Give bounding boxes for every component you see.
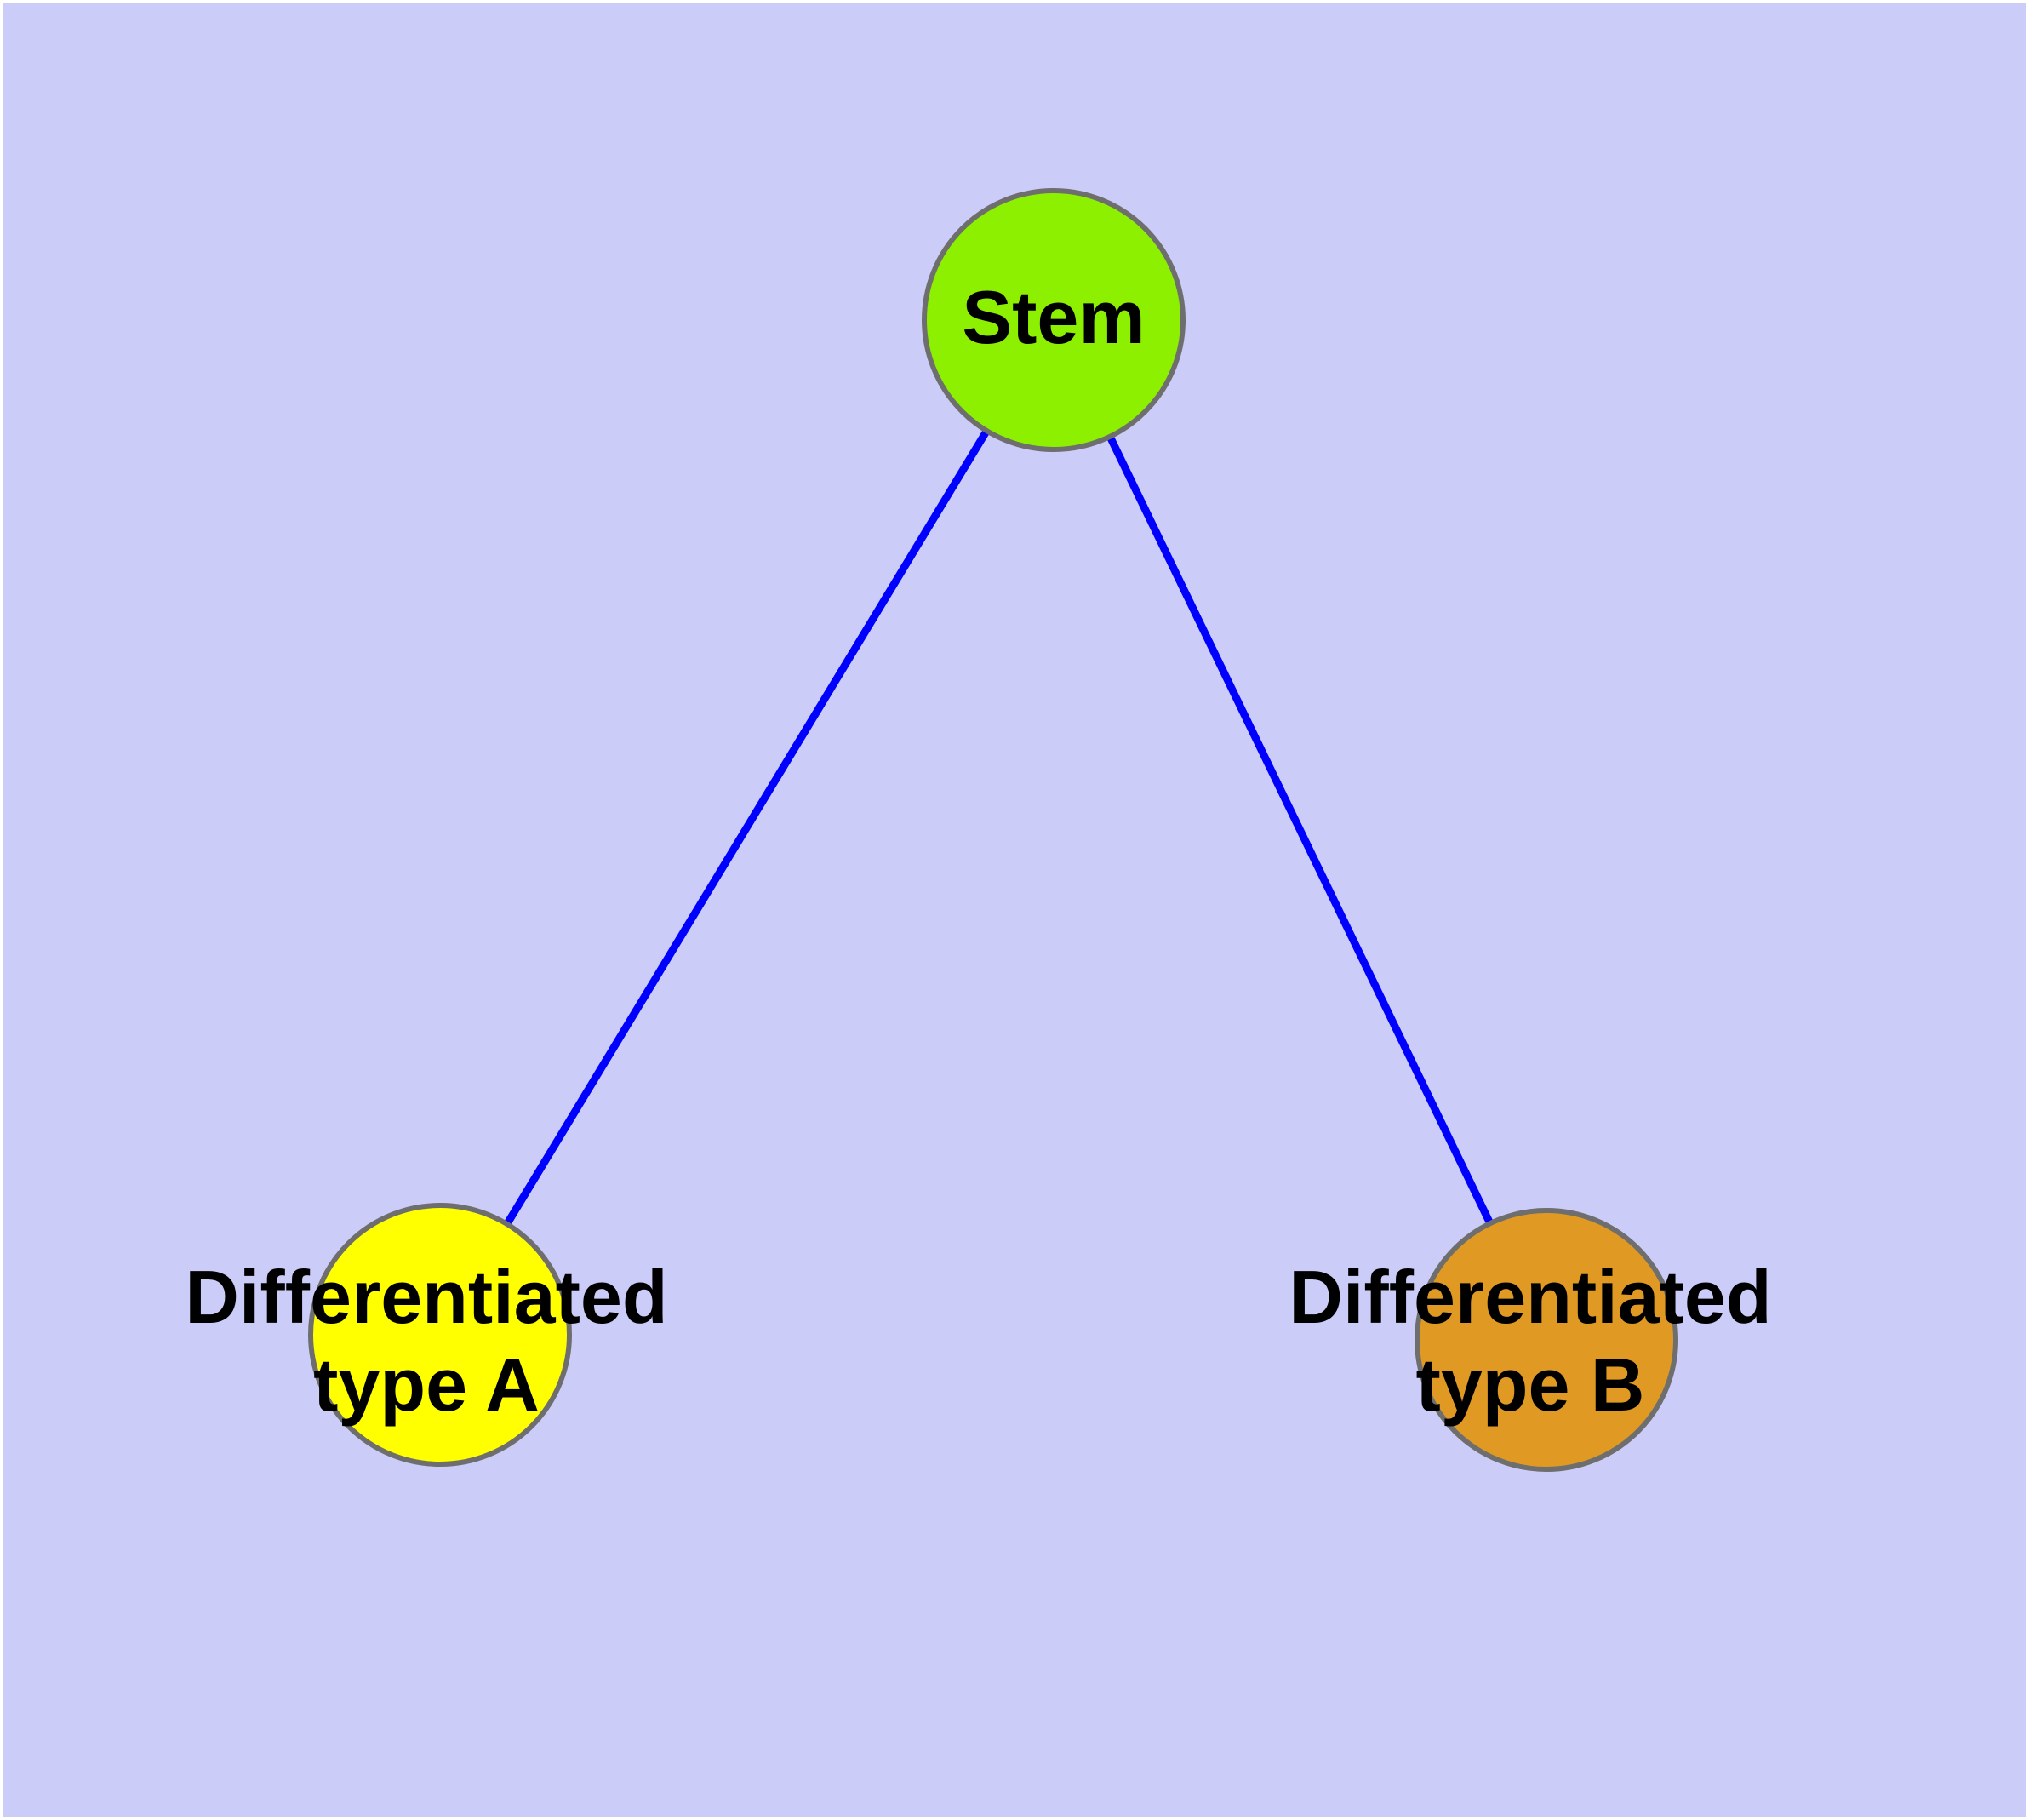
graph-edge-stem-diff_a[interactable] — [437, 318, 1057, 1337]
graph-node-label-line: Differentiated — [185, 1255, 667, 1339]
edges-layer — [437, 318, 1551, 1342]
graph-node-label-stem: Stem — [962, 275, 1145, 359]
graph-node-label-line: Differentiated — [1289, 1255, 1771, 1339]
graph-node-label-line: Stem — [962, 275, 1145, 359]
nodes-layer — [308, 188, 1678, 1472]
graph-node-label-line: type B — [1416, 1342, 1645, 1427]
graph-node-label-line: type A — [313, 1342, 540, 1427]
graph-edge-stem-diff_b[interactable] — [1049, 318, 1551, 1342]
graph-node-stem[interactable] — [922, 188, 1186, 452]
graph-node-diff_a[interactable] — [308, 1203, 572, 1467]
graph-node-diff_b[interactable] — [1415, 1208, 1678, 1472]
